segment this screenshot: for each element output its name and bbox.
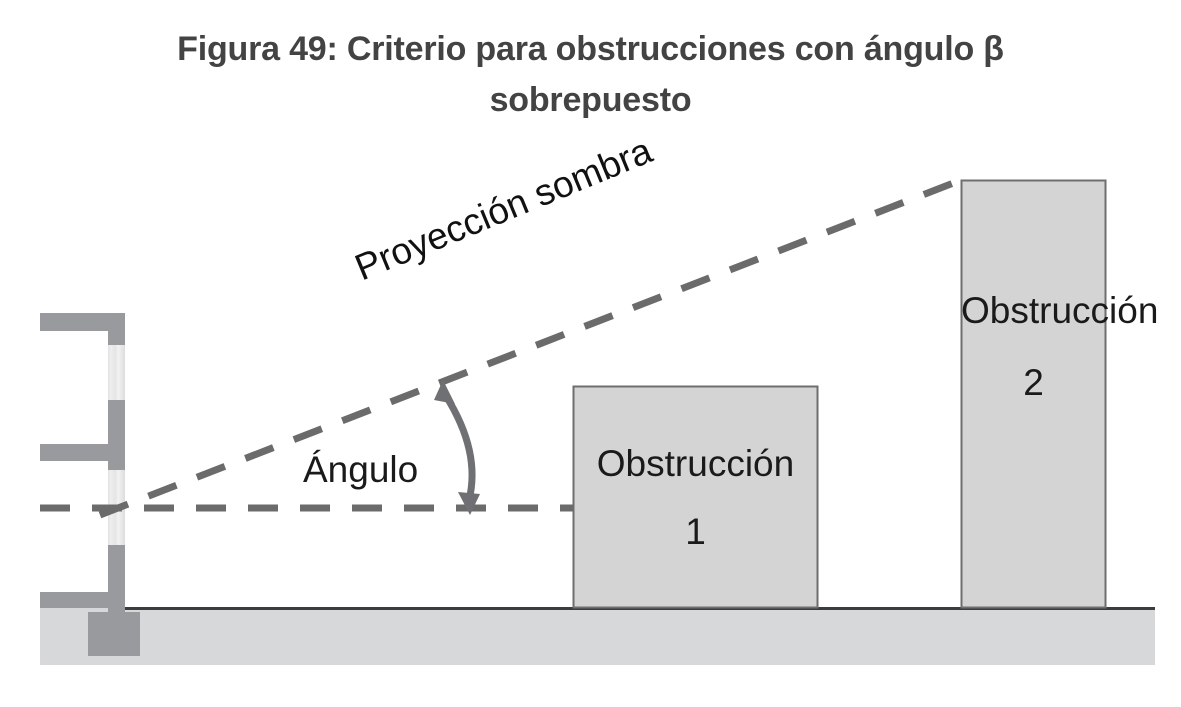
building-slab-bottom	[40, 592, 125, 608]
obstruction-1-label-number: 1	[685, 511, 706, 552]
figure-title: Figura 49: Criterio para obstrucciones c…	[177, 30, 1004, 119]
angle-arrow-head-bottom	[458, 492, 480, 515]
angle-label: Ángulo	[303, 449, 419, 490]
building-slab-mid	[40, 444, 125, 461]
obstruction-2-label-number: 2	[1023, 362, 1044, 403]
obstruction-1-label-name: Obstrucción	[596, 443, 795, 484]
angle-arc-arrow	[443, 394, 476, 501]
building-slab-top	[40, 313, 125, 331]
building-foundation-footing	[88, 612, 140, 656]
obstruction-1-shape	[572, 385, 819, 609]
ground-band	[40, 607, 1155, 665]
obstruction-2-label-name: Obstrucción	[961, 290, 1159, 331]
angle-arrow-head-top	[434, 380, 455, 404]
obstruction-2-label: Obstrucción 2	[961, 275, 1159, 419]
obstruction-2-shape	[960, 179, 1107, 609]
shadow-projection-line	[98, 176, 963, 519]
obstruction-1-label: Obstrucción 1	[573, 430, 818, 566]
